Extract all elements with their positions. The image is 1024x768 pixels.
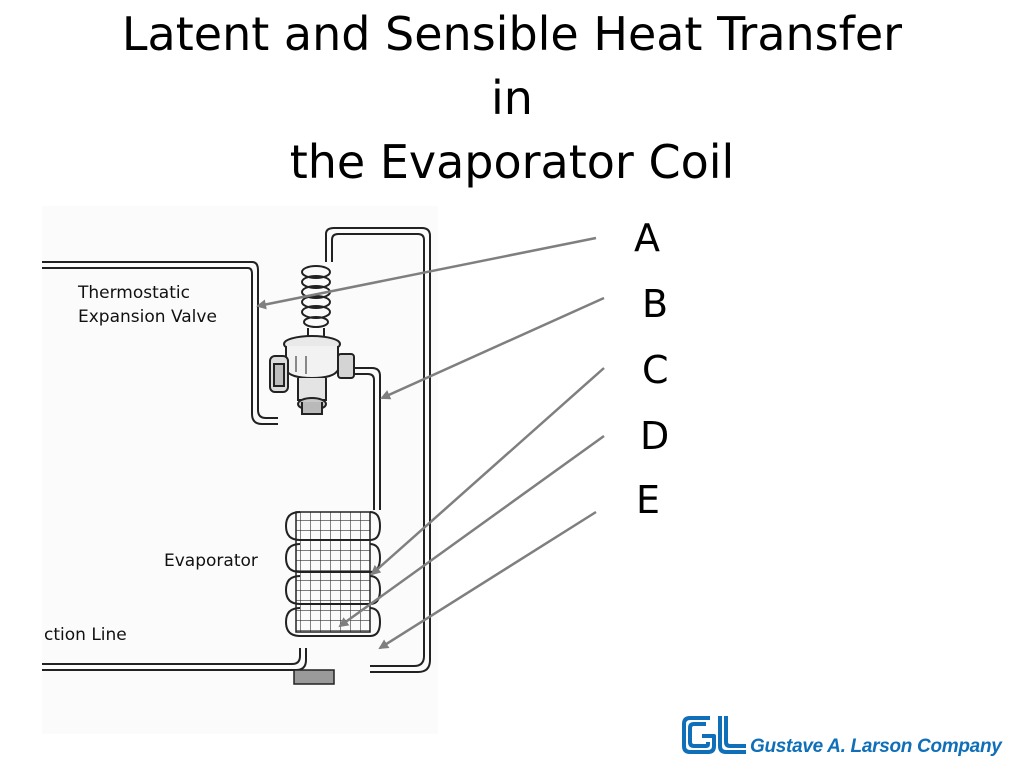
company-logo: Gustave A. Larson Company — [680, 712, 1002, 760]
piping — [42, 227, 431, 673]
callout-d: D — [640, 414, 670, 458]
pointer-a — [256, 236, 597, 310]
slide-title: Latent and Sensible Heat Transfer in the… — [0, 2, 1024, 194]
pointer-c — [370, 367, 605, 576]
title-line-2: in — [491, 71, 533, 125]
pointer-d — [338, 434, 605, 628]
suction-line-outer — [42, 648, 301, 665]
top-loop-inner — [331, 233, 425, 667]
callout-a: A — [634, 216, 660, 260]
callout-e: E — [636, 478, 661, 522]
title-line-3: the Evaporator Coil — [289, 135, 735, 189]
liquid-line-inner — [42, 267, 278, 425]
outlet-line-inner — [352, 373, 375, 510]
callout-pointers — [256, 236, 605, 650]
coil-bracket — [293, 669, 335, 685]
expansion-valve-body — [269, 335, 355, 415]
outlet-line-outer — [352, 367, 381, 510]
company-name: Gustave A. Larson Company — [750, 736, 1002, 757]
gl-monogram-icon — [682, 716, 746, 754]
callout-c: C — [642, 348, 669, 392]
evaporator-coil — [284, 511, 382, 685]
title-line-1: Latent and Sensible Heat Transfer — [121, 7, 903, 61]
diagram-background — [42, 206, 438, 734]
liquid-line-outer — [42, 261, 278, 419]
suction-line-label: ction Line — [44, 625, 127, 645]
sensing-coil — [301, 265, 331, 340]
top-loop-outer — [325, 227, 431, 673]
pointer-b — [380, 296, 605, 400]
evaporator-label: Evaporator — [164, 551, 258, 571]
callout-b: B — [642, 282, 669, 326]
tev-label-line-2: Expansion Valve — [78, 307, 217, 327]
suction-line-inner — [42, 648, 307, 671]
tev-label-line-1: Thermostatic — [77, 283, 190, 303]
pointer-e — [378, 510, 597, 650]
